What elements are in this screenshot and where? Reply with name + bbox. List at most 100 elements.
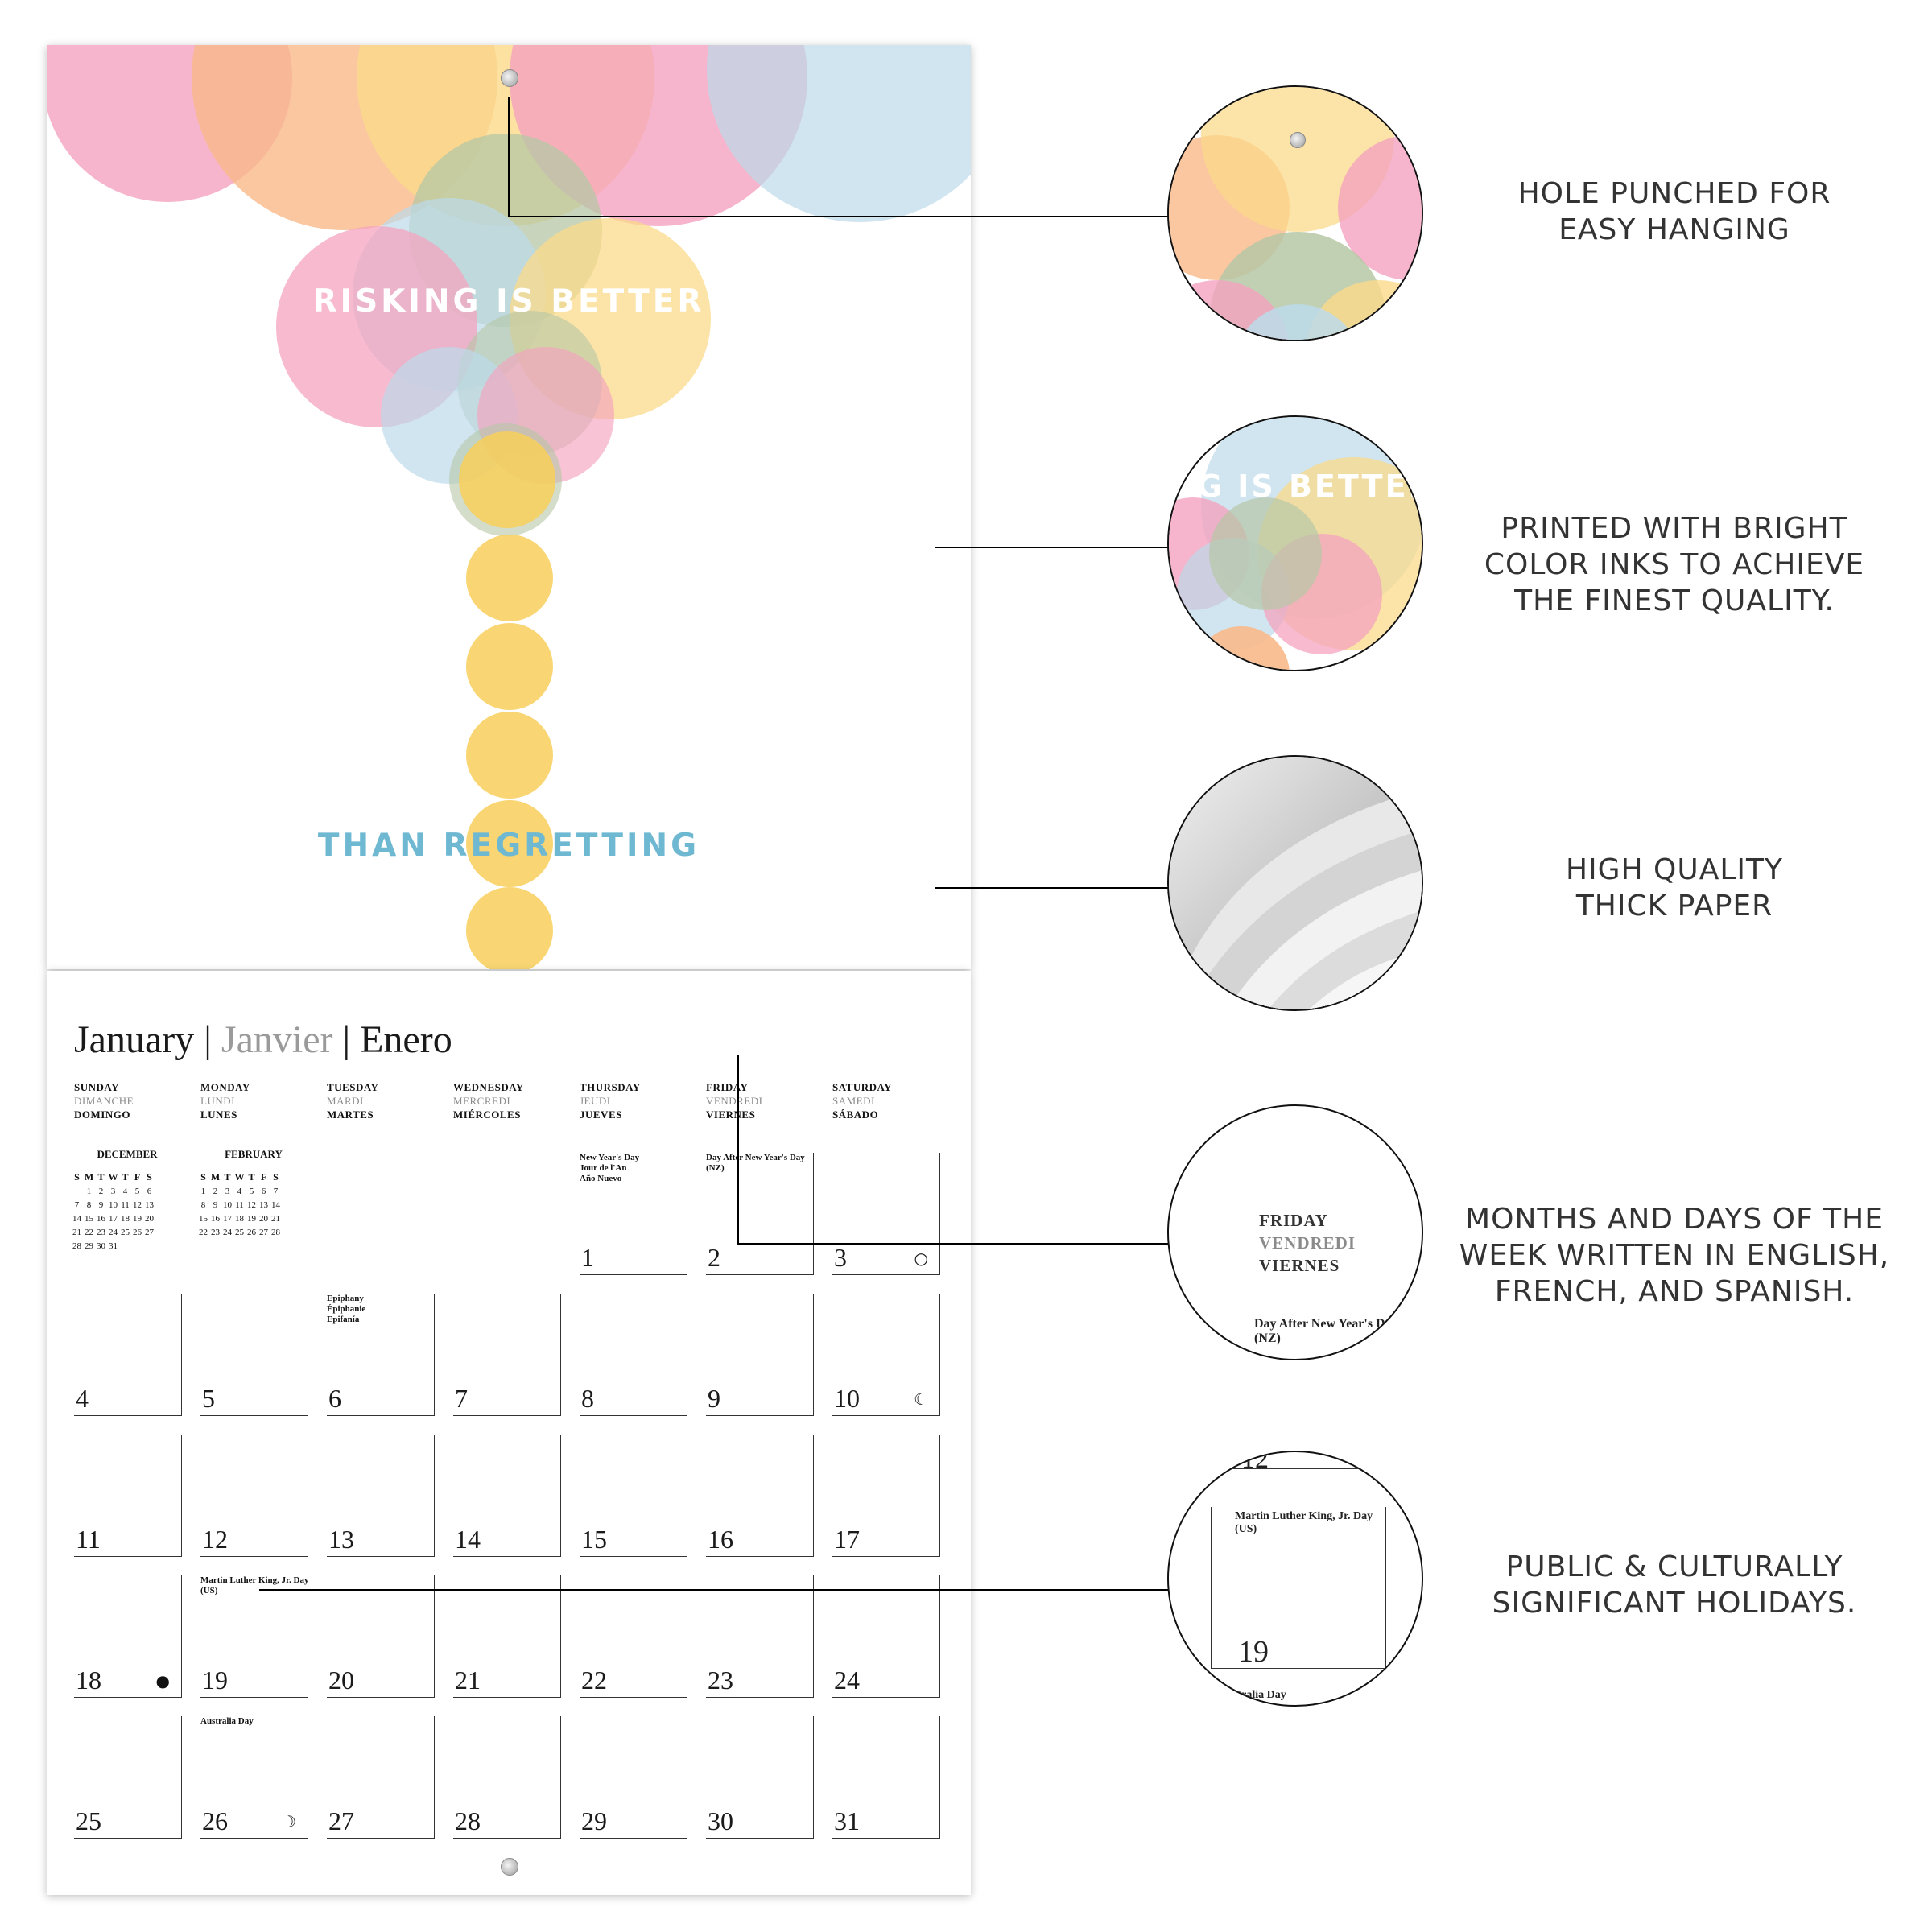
day-cell[interactable]: 9	[706, 1294, 814, 1416]
mini-day: 4	[122, 1186, 128, 1196]
mini-day	[119, 1239, 131, 1253]
mini-day: 4	[237, 1186, 242, 1196]
day-cell[interactable]: 5	[200, 1294, 308, 1416]
day-cell[interactable]: 12	[200, 1435, 308, 1557]
mini-day: 16	[97, 1213, 105, 1224]
holiday-line: Épiphanie	[327, 1304, 366, 1314]
moon-phase-icon: ●	[155, 1671, 170, 1690]
day-cell[interactable]: 18●	[74, 1575, 182, 1698]
mini-day: 15	[199, 1213, 208, 1224]
zoom-hole	[1167, 85, 1423, 341]
day-number: 26	[202, 1806, 228, 1835]
mini-day: 8	[86, 1199, 92, 1210]
zoom-inks-text: NG IS BETTER	[1169, 469, 1423, 504]
mini-day: 2	[213, 1186, 218, 1196]
zoom-holidays-name: Martin Luther King, Jr. Day	[1235, 1510, 1373, 1522]
quote-line-1: RISKING IS BETTER	[312, 283, 705, 320]
mini-day: 11	[121, 1199, 130, 1210]
holiday-line: Day After New Year's Day	[706, 1153, 805, 1162]
mini-day: 25	[121, 1227, 130, 1237]
mini-weekday: T	[97, 1171, 105, 1183]
day-cell[interactable]: 7	[453, 1294, 561, 1416]
mini-day: 13	[259, 1199, 268, 1210]
day-cell[interactable]: 10☾	[832, 1294, 940, 1416]
mini-day: 14	[271, 1199, 280, 1210]
day-cell[interactable]: 16	[706, 1435, 814, 1557]
zoom-holidays: 12 Martin Luther King, Jr. Day (US) 19 s…	[1167, 1451, 1423, 1707]
day-cell[interactable]: 13	[327, 1435, 435, 1557]
mini-day: 27	[145, 1227, 154, 1237]
mini-day: 9	[98, 1199, 104, 1210]
day-cell[interactable]: 31	[832, 1716, 940, 1839]
day-cell[interactable]: 22	[580, 1575, 687, 1698]
day-cell[interactable]: 14	[453, 1435, 561, 1557]
callout-hole-line1: HOLE PUNCHED FOR	[1517, 177, 1831, 210]
day-number: 8	[581, 1384, 594, 1413]
day-number: 5	[202, 1384, 215, 1413]
weekday-fr: DIMANCHE	[74, 1095, 134, 1107]
day-number: 16	[708, 1525, 733, 1554]
day-cell[interactable]: 3○	[832, 1153, 940, 1275]
mini-weekday: S	[273, 1171, 279, 1183]
day-cell[interactable]: 8	[580, 1294, 687, 1416]
day-number: 9	[708, 1384, 720, 1413]
mini-day: 6	[147, 1186, 152, 1196]
day-cell[interactable]: 28	[453, 1716, 561, 1839]
mini-day: 25	[235, 1227, 244, 1237]
mini-day: 20	[145, 1213, 154, 1224]
day-cell[interactable]: 15	[580, 1435, 687, 1557]
bubble	[466, 535, 553, 621]
day-number: 19	[202, 1666, 228, 1695]
callout-text-inks: PRINTED WITH BRIGHT COLOR INKS TO ACHIEV…	[1433, 510, 1916, 619]
day-cell[interactable]: 21	[453, 1575, 561, 1698]
mini-day: 21	[271, 1213, 280, 1224]
mini-day: 5	[134, 1186, 140, 1196]
day-cell[interactable]: 27	[327, 1716, 435, 1839]
day-cell[interactable]: 23	[706, 1575, 814, 1698]
mini-weekday: T	[224, 1171, 231, 1183]
day-number: 11	[76, 1525, 101, 1554]
day-cell[interactable]: 20	[327, 1575, 435, 1698]
mini-day: 19	[247, 1213, 256, 1224]
moon-phase-icon: ☾	[914, 1389, 928, 1409]
moon-phase-icon: ○	[914, 1249, 928, 1268]
day-number: 21	[455, 1666, 481, 1695]
mini-day: 8	[200, 1199, 206, 1210]
zoom-holidays-cell	[1211, 1507, 1386, 1669]
mini-day	[71, 1184, 83, 1198]
day-cell[interactable]: 11	[74, 1435, 182, 1557]
mini-calendar-title: FEBRUARY	[225, 1148, 283, 1160]
day-cell[interactable]: 24	[832, 1575, 940, 1698]
day-cell[interactable]: 29	[580, 1716, 687, 1839]
mini-weekday: W	[108, 1171, 118, 1183]
day-number: 27	[328, 1806, 354, 1835]
weekday-en: THURSDAY	[580, 1081, 641, 1093]
mini-day: 3	[225, 1186, 230, 1196]
day-number: 20	[328, 1666, 354, 1695]
day-cell[interactable]: 17	[832, 1435, 940, 1557]
mini-day: 24	[223, 1227, 232, 1237]
mini-day: 7	[74, 1199, 80, 1210]
callout-line-holidays	[259, 1589, 1169, 1591]
zoom-lang-holiday-region: (NZ)	[1254, 1331, 1281, 1345]
zoom-languages: FRIDAY VENDREDI VIERNES Day After New Ye…	[1167, 1104, 1423, 1360]
callout-lang-line1: MONTHS AND DAYS OF THE	[1465, 1203, 1884, 1236]
weekday-en: MONDAY	[200, 1081, 250, 1093]
bubble	[466, 800, 553, 887]
day-cell[interactable]: 25	[74, 1716, 182, 1839]
day-number: 17	[834, 1525, 860, 1554]
mini-day: 21	[72, 1227, 81, 1237]
month-spanish: Enero	[360, 1018, 452, 1061]
mini-day: 16	[211, 1213, 220, 1224]
mini-day: 18	[121, 1213, 130, 1224]
holiday-label: Day After New Year's Day(NZ)	[706, 1153, 805, 1174]
day-cell[interactable]: 30	[706, 1716, 814, 1839]
day-cell[interactable]: 4	[74, 1294, 182, 1416]
